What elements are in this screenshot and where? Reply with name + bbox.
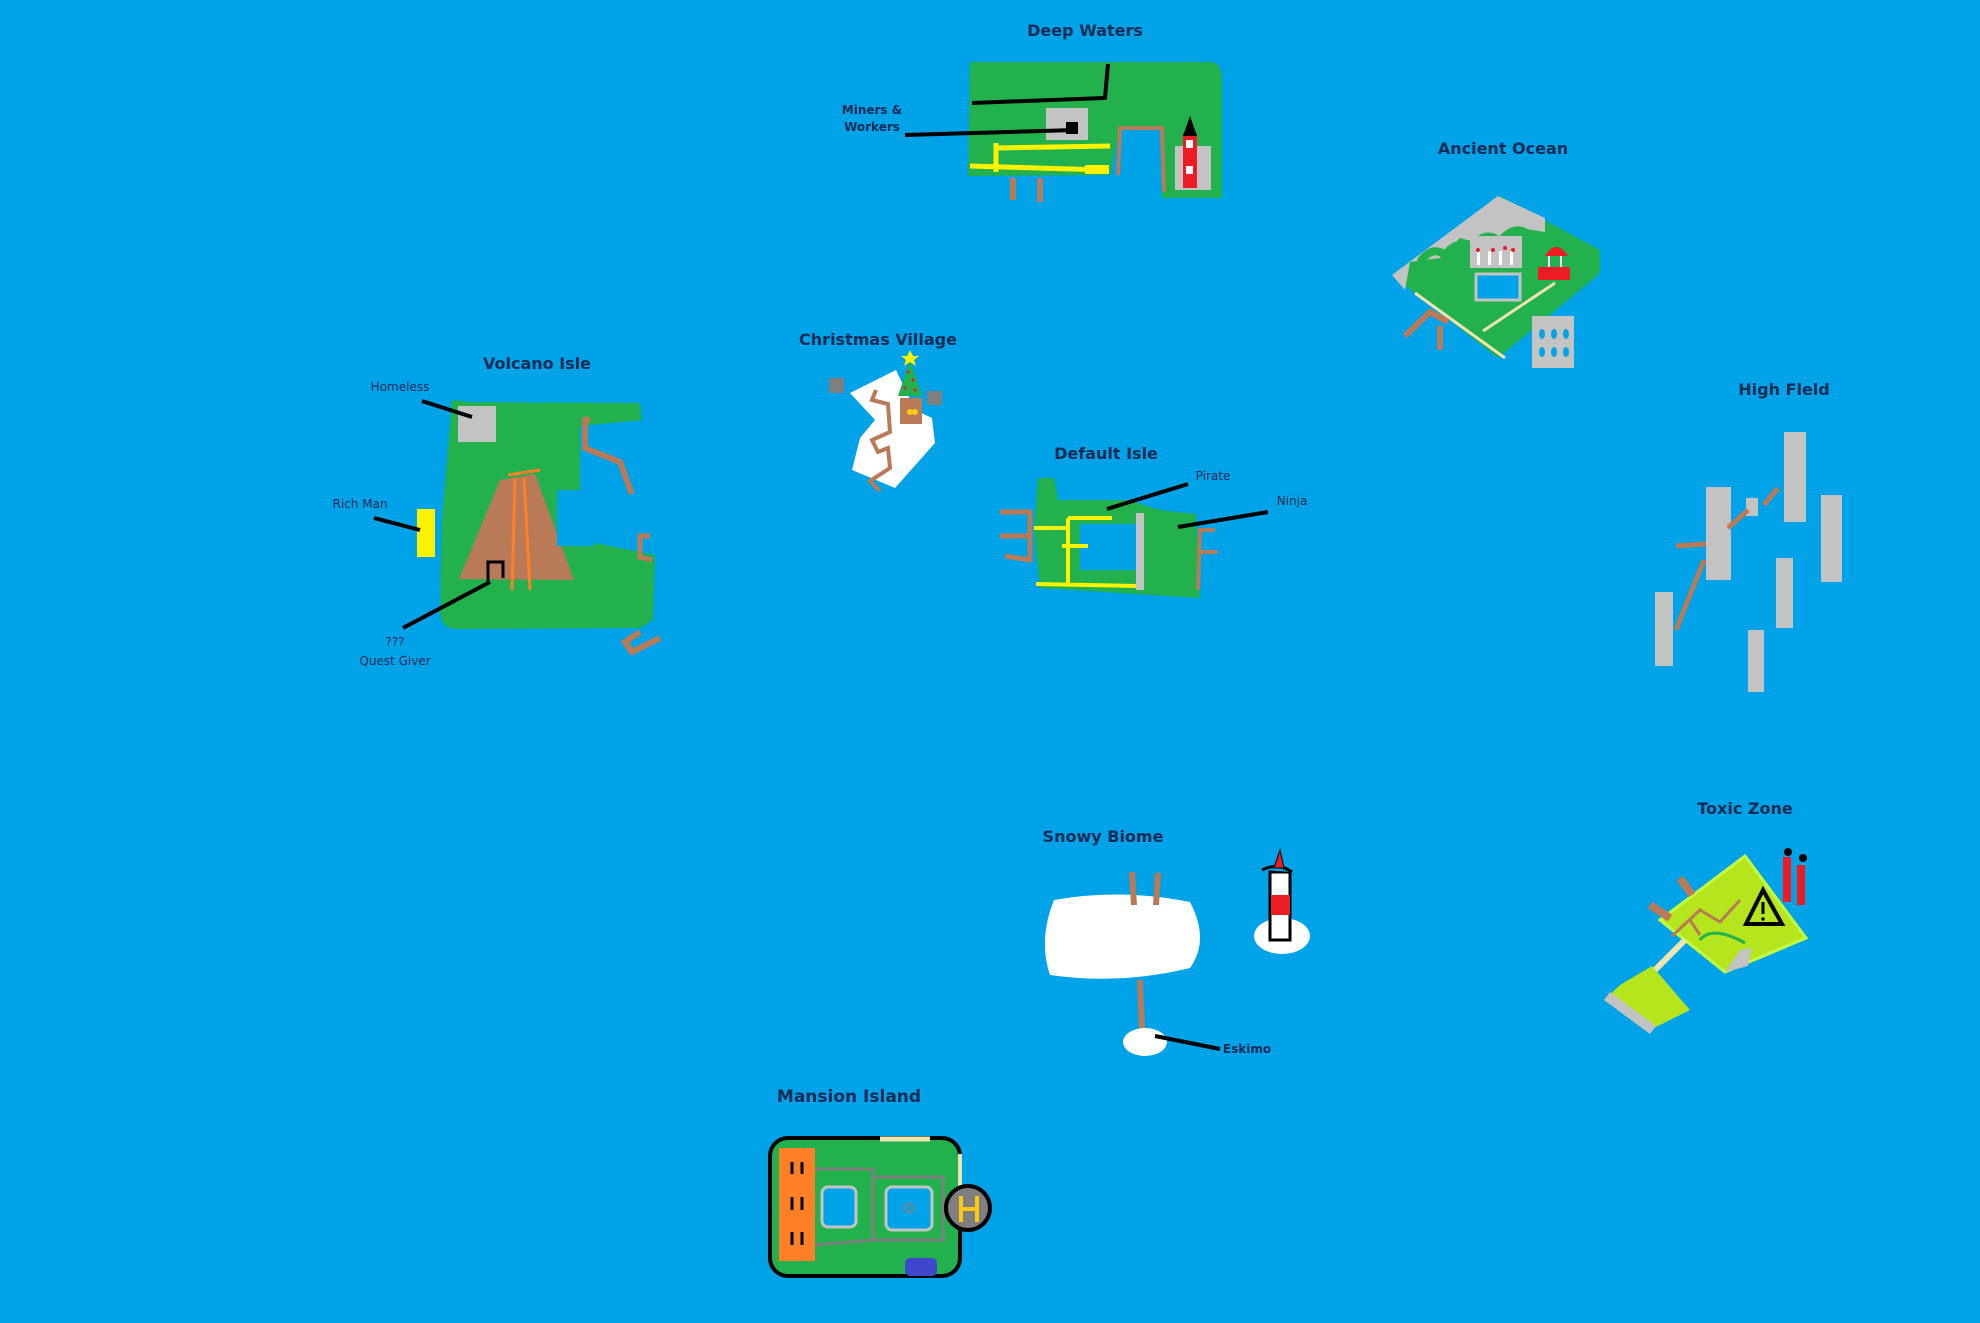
gazebo-building — [1538, 247, 1570, 280]
island-ancient-ocean[interactable] — [1392, 196, 1600, 368]
volcano — [459, 474, 574, 580]
lighthouse-icon — [1261, 848, 1293, 942]
cabin-building — [900, 398, 922, 424]
mansion-building — [779, 1148, 815, 1261]
homeless-house — [458, 406, 496, 442]
pointer-line — [373, 516, 421, 532]
island-title-ancient-ocean: Ancient Ocean — [1437, 139, 1569, 158]
npc-label-rich-man: Rich Man — [332, 497, 388, 511]
pointer-line — [402, 580, 491, 630]
npc-label-eskimo: Eskimo — [1222, 1042, 1272, 1056]
rich-man-house — [417, 509, 435, 557]
pool — [820, 1185, 858, 1229]
lighthouse-icon — [1175, 116, 1211, 190]
car — [905, 1258, 937, 1276]
island-default-isle[interactable] — [1000, 478, 1269, 598]
island-mansion-island[interactable] — [768, 1136, 992, 1278]
island-title-mansion-island: Mansion Island — [776, 1087, 922, 1107]
pointer-line — [421, 399, 473, 419]
factory-chimneys — [1783, 848, 1807, 905]
pointer-line — [1177, 510, 1269, 529]
island-title-christmas-village: Christmas Village — [799, 330, 957, 349]
warning-icon — [1742, 885, 1786, 926]
island-toxic-zone[interactable] — [1604, 848, 1809, 1034]
pool — [884, 1185, 934, 1232]
island-snowy-biome[interactable] — [1044, 848, 1310, 1056]
island-title-snowy-biome: Snowy Biome — [1042, 827, 1164, 846]
colosseum-building — [1532, 316, 1574, 368]
island-title-high-field: High Fleld — [1738, 380, 1830, 399]
island-title-default-isle: Default Isle — [1054, 444, 1158, 463]
island-title-deep-waters: Deep Waters — [1027, 21, 1143, 40]
pointer-line — [1106, 482, 1189, 511]
island-title-volcano-isle: Volcano Isle — [482, 354, 592, 373]
helipad-icon — [944, 1184, 992, 1232]
npc-label-miners-workers: Miners & Workers — [841, 103, 903, 134]
island-title-toxic-zone: Toxic Zone — [1697, 799, 1793, 818]
island-high-field[interactable] — [1655, 432, 1842, 692]
temple-building — [1470, 236, 1522, 302]
island-deep-waters[interactable] — [904, 62, 1222, 202]
npc-label-quest-giver: Quest Giver — [359, 654, 431, 668]
npc-label-ninja: Ninja — [1276, 494, 1308, 508]
christmas-tree-icon — [898, 350, 922, 396]
npc-label-unknown: ??? — [385, 635, 405, 649]
npc-label-pirate: Pirate — [1195, 469, 1231, 483]
island-christmas-village[interactable] — [829, 350, 942, 493]
pointer-line — [1154, 1034, 1221, 1051]
npc-label-homeless: Homeless — [370, 380, 430, 394]
island-volcano-isle[interactable] — [373, 399, 662, 656]
pointer-line — [904, 128, 1076, 137]
